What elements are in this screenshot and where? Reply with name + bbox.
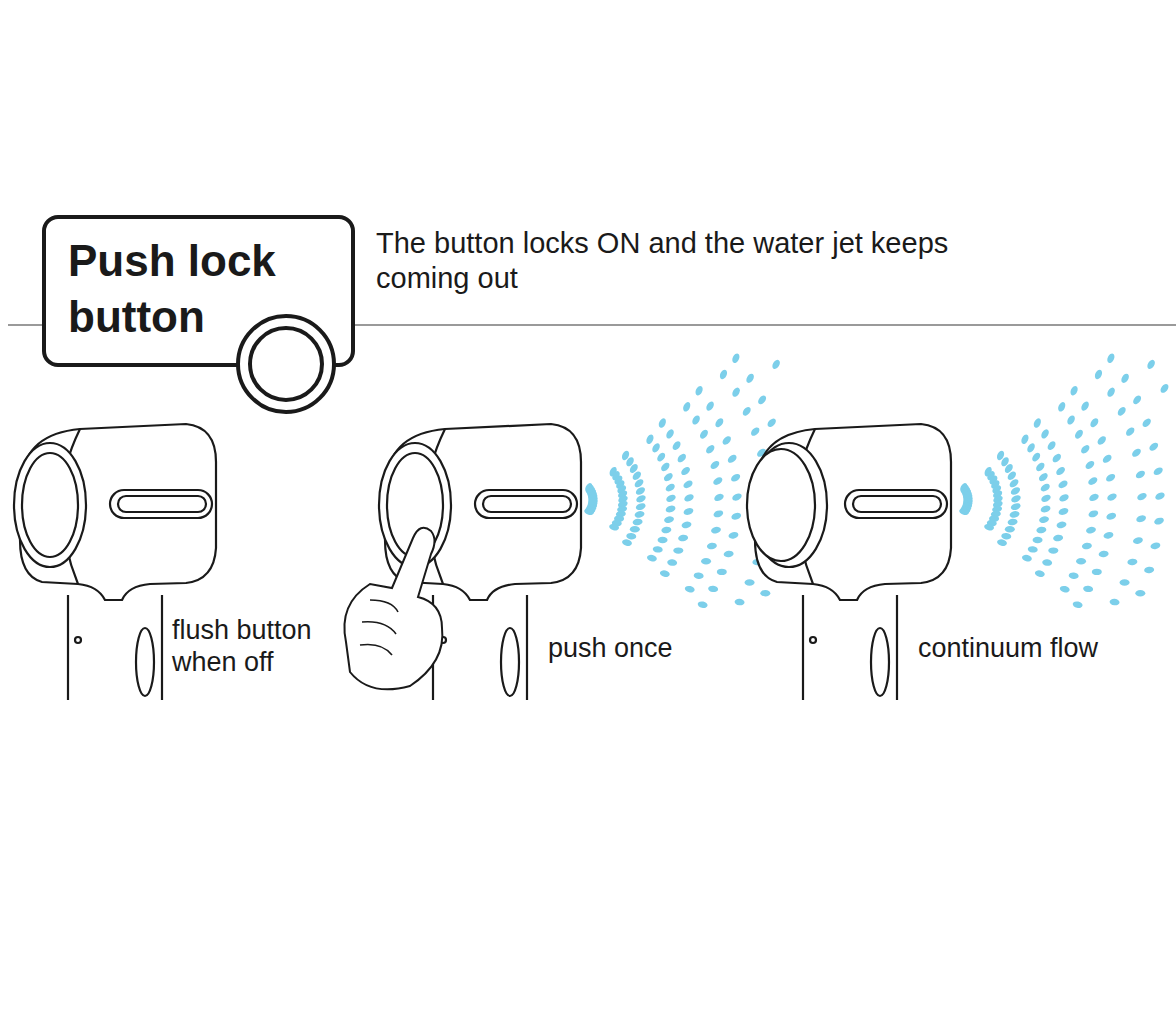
state-label: continuum flow — [918, 632, 1158, 664]
button-icon — [231, 309, 341, 419]
title-box: Push lock button — [42, 215, 355, 367]
sprayer-heads — [14, 424, 951, 700]
state-label: push once — [548, 632, 748, 664]
box-title: Push lock button — [68, 219, 308, 345]
state-label: flush button when off — [172, 614, 342, 679]
hand — [344, 528, 442, 690]
water-jet — [584, 352, 1171, 609]
description-text: The button locks ON and the water jet ke… — [376, 226, 976, 296]
